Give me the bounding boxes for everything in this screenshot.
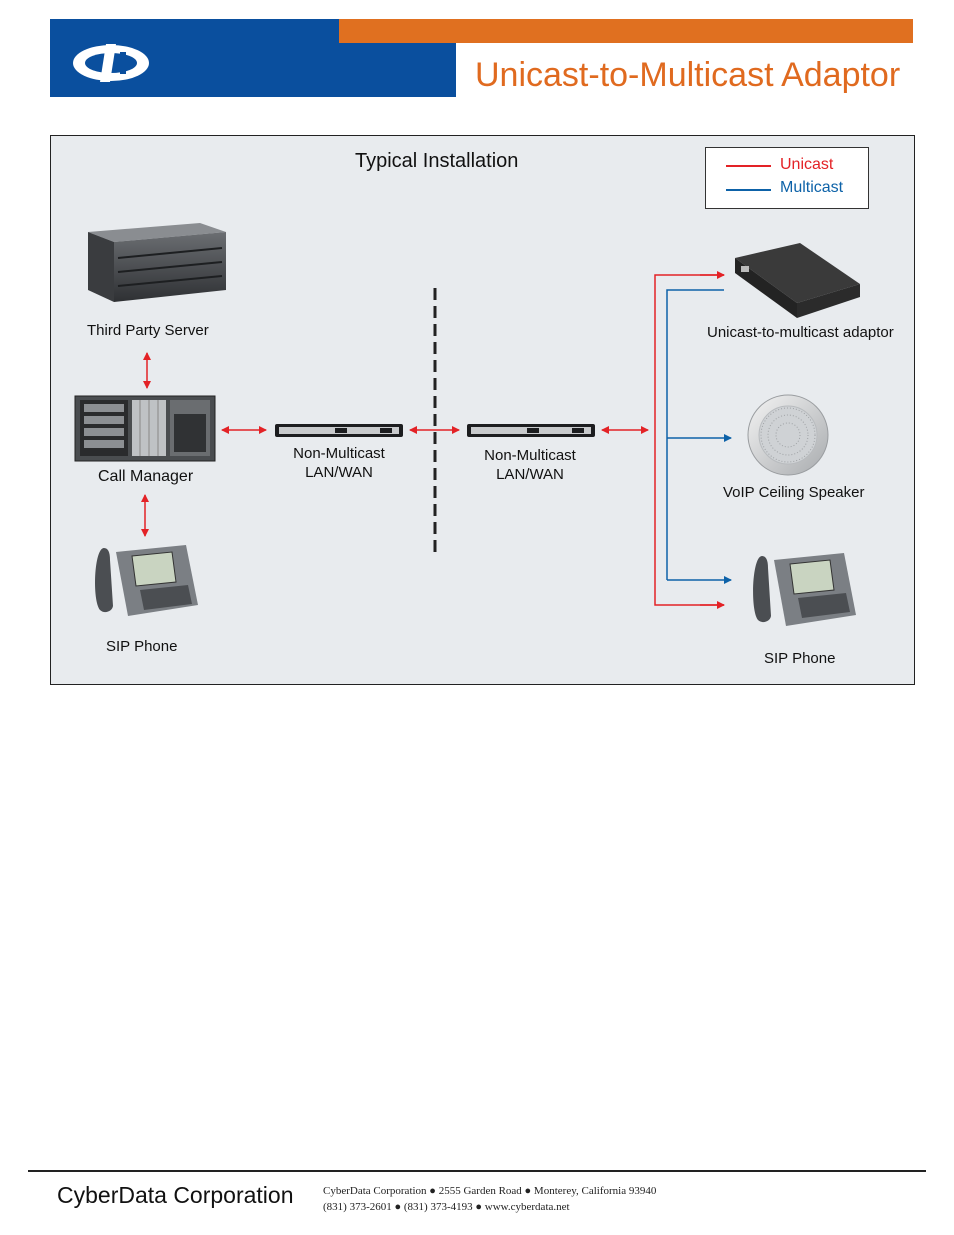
multicast-bus — [666, 289, 724, 580]
adaptor-device-icon — [735, 243, 860, 318]
lan-wan-right-label: Non-Multicast LAN/WAN — [461, 446, 599, 484]
diagram-title: Typical Installation — [355, 150, 519, 172]
lan-wan-right-line1: Non-Multicast — [484, 447, 576, 464]
lan-switch-right-icon — [467, 424, 595, 437]
legend-unicast-label: Unicast — [780, 156, 834, 173]
legend-multicast-line — [726, 189, 771, 191]
lan-wan-right-line2: LAN/WAN — [496, 466, 564, 483]
call-manager-icon — [74, 395, 216, 462]
lan-wan-left-line2: LAN/WAN — [305, 464, 373, 481]
lan-switch-left-icon — [275, 424, 403, 437]
sip-phone-right-icon — [753, 553, 856, 626]
footer-address-line2: (831) 373-2601 ● (831) 373-4193 ● www.cy… — [323, 1201, 570, 1213]
cyberdata-logo-icon — [73, 44, 149, 82]
sip-phone-left-label: SIP Phone — [106, 638, 178, 655]
footer-divider — [28, 1170, 926, 1172]
lan-wan-left-line1: Non-Multicast — [293, 445, 385, 462]
page-title: Unicast-to-Multicast Adaptor — [475, 56, 901, 94]
ceiling-speaker-label: VoIP Ceiling Speaker — [723, 484, 865, 501]
lan-wan-left-label: Non-Multicast LAN/WAN — [270, 444, 408, 482]
sip-phone-right-label: SIP Phone — [764, 650, 836, 667]
legend: Unicast Multicast — [705, 147, 869, 209]
call-manager-label: Call Manager — [98, 468, 194, 485]
third-party-server-icon — [88, 223, 226, 302]
header-orange-band — [339, 19, 913, 43]
footer-company-name: CyberData Corporation — [57, 1182, 294, 1208]
legend-unicast-line — [726, 165, 771, 167]
ceiling-speaker-icon — [747, 394, 829, 476]
sip-phone-left-icon — [95, 545, 198, 616]
legend-multicast-label: Multicast — [780, 179, 844, 196]
footer-address-line1: CyberData Corporation ● 2555 Garden Road… — [323, 1185, 657, 1197]
adaptor-label: Unicast-to-multicast adaptor — [707, 324, 894, 341]
footer-address: CyberData Corporation ● 2555 Garden Road… — [323, 1183, 656, 1215]
unicast-bus — [654, 274, 724, 606]
third-party-server-label: Third Party Server — [87, 322, 209, 339]
